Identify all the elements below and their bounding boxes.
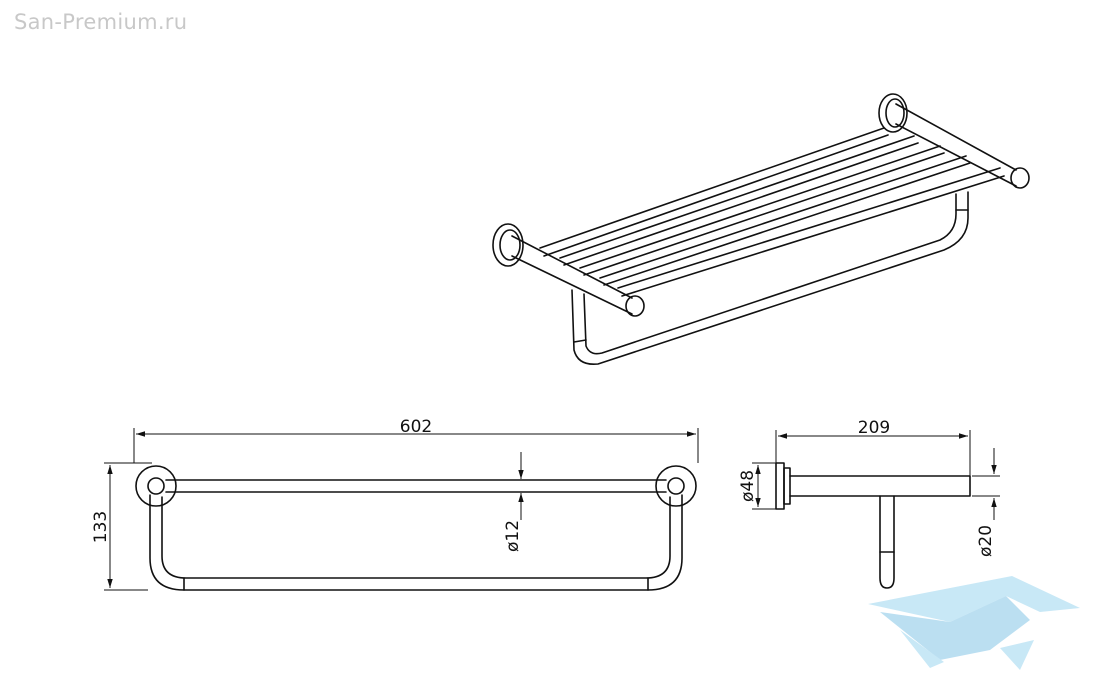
side-flange	[775, 462, 785, 510]
front-left-flange	[135, 465, 177, 507]
front-right-flange	[655, 465, 697, 507]
bathtub-wave-logo-icon	[868, 576, 1080, 670]
iso-side-arms	[511, 103, 1030, 317]
iso-lower-bar	[571, 191, 969, 366]
isometric-view	[492, 93, 1030, 366]
front-view	[104, 428, 699, 591]
dim-tube-diameter-label: ø12	[503, 520, 523, 552]
dim-bar-diameter-label: ø20	[976, 525, 996, 557]
iso-shelf-tubes	[539, 127, 1005, 297]
dim-height-label: 133	[91, 511, 111, 543]
side-view	[752, 430, 1000, 589]
site-watermark: San-Premium.ru	[14, 10, 188, 34]
dim-depth-label: 209	[858, 418, 890, 438]
iso-right-flange	[878, 93, 908, 133]
iso-left-flange	[492, 223, 524, 267]
dim-width-label: 602	[400, 417, 432, 437]
dim-flange-diameter-label: ø48	[738, 470, 758, 502]
